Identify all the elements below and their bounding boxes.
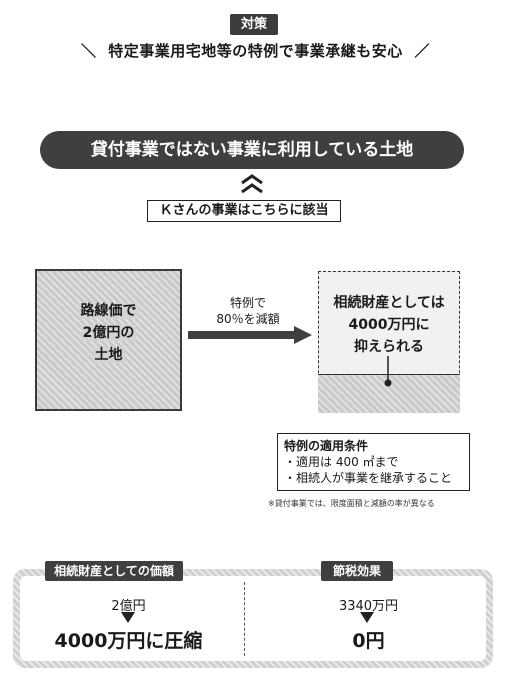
inheritance-value-tag: 相続財産としての価額 (45, 561, 183, 581)
conditions-title: 特例の適用条件 (284, 439, 369, 453)
land-category-banner: 貸付事業ではない事業に利用している土地 (40, 131, 464, 169)
reduction-label-line: 特例で (229, 296, 266, 310)
condition-item: ・相続人が事業を継承すること (284, 471, 453, 485)
original-land-line: 2億円の (80, 325, 137, 341)
down-triangle-icon (121, 612, 135, 623)
right-arrow-icon (188, 326, 312, 344)
reduced-land-line: 4000万円に (348, 317, 430, 333)
down-triangle-icon (360, 612, 374, 623)
reduction-label-line: 80％を減額 (216, 312, 280, 326)
double-chevron-up-icon (241, 174, 263, 194)
reduction-label: 特例で 80％を減額 (188, 295, 308, 327)
summary-divider (244, 582, 245, 656)
original-land-line: 土地 (92, 347, 125, 363)
tax-saving-before: 3340万円 (338, 599, 399, 614)
summary-panel (13, 569, 493, 668)
headline: ＼ 特定事業用宅地等の特例で事業承継も安心 ／ (0, 40, 511, 61)
summary-panel-inner (20, 576, 486, 661)
pointer-dot-icon (384, 356, 392, 387)
reduced-land-line: 相続財産としては (333, 295, 445, 311)
original-land-label: 路線価で 2億円の 土地 (35, 300, 182, 366)
tax-saving-tag: 節税効果 (321, 561, 393, 581)
inheritance-value-after: 4000万円に圧縮 (54, 630, 203, 652)
applies-callout: Ｋさんの事業はこちらに該当 (147, 200, 341, 222)
measure-badge: 対策 (230, 14, 278, 35)
headline-left-slash: ＼ (80, 42, 97, 60)
conditions-box: 特例の適用条件 ・適用は 400 ㎡まで ・相続人が事業を継承すること (277, 433, 470, 491)
original-land-line: 路線価で (78, 303, 139, 319)
reduced-land-label: 相続財産としては 4000万円に 抑えられる (318, 292, 460, 358)
condition-item: ・適用は 400 ㎡まで (284, 455, 399, 469)
footnote: ※貸付事業では、限度面積と減額の率が異なる (268, 499, 435, 508)
tax-saving-after: 0円 (352, 630, 385, 652)
reduced-land-line: 抑えられる (354, 339, 424, 355)
headline-text: 特定事業用宅地等の特例で事業承継も安心 (108, 42, 403, 60)
inheritance-value-before: 2億円 (111, 599, 146, 614)
headline-right-slash: ／ (414, 42, 430, 60)
